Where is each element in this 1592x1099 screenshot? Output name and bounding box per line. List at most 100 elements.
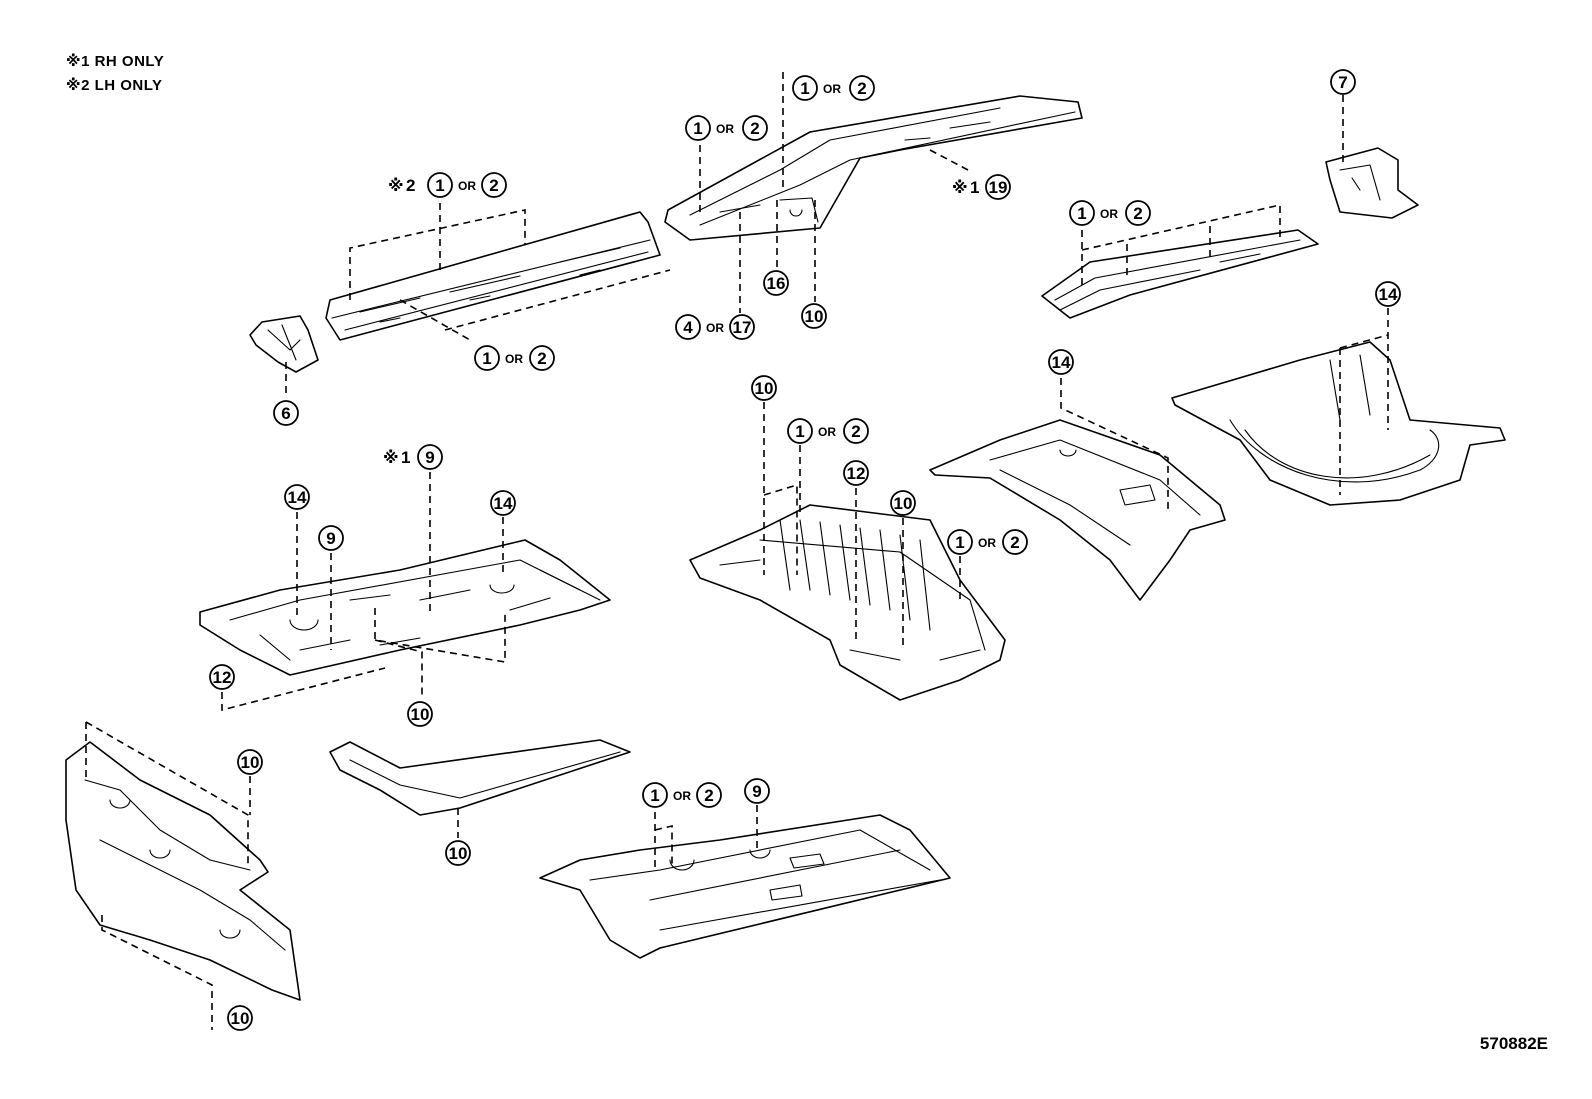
callout-number: 14 (1052, 353, 1071, 372)
part-spare-wheel-pan (1171, 341, 1506, 506)
callout-mid-1or2: 1 OR 2 (787, 418, 869, 444)
callout-or: OR (818, 425, 836, 439)
callout-or: OR (706, 321, 724, 335)
callout-or: OR (505, 352, 523, 366)
callout-10-f: 10 (445, 840, 471, 866)
callout-number: 4 (683, 318, 693, 337)
callout-number: 12 (847, 464, 866, 483)
callout-number: 6 (281, 404, 290, 423)
callout-mid-right: 1 OR 2 (947, 529, 1028, 555)
part-side-member-center (664, 95, 1083, 241)
callout-number: 1 (482, 349, 491, 368)
callout-number: 2 (857, 79, 866, 98)
callout-number: 9 (752, 782, 761, 801)
callout-or: OR (1100, 207, 1118, 221)
callout-number: 1 (435, 176, 444, 195)
callout-10-a: 10 (801, 303, 827, 329)
callout-6: 6 (273, 400, 299, 426)
callout-number: 10 (241, 753, 260, 772)
callout-9-a: 9 (318, 525, 344, 551)
callout-upper-1or2: 1 OR 2 (685, 115, 768, 141)
callout-10-e: 10 (237, 749, 263, 775)
callout-4or17: 4 OR 17 (675, 314, 755, 340)
callout-or: OR (978, 536, 996, 550)
callout-number: 1 (955, 533, 964, 552)
callout-front-1or2: 1 OR 2 (642, 782, 722, 808)
part-rear-floor-cross (929, 419, 1226, 601)
callout-9-note: ※ 1 9 (383, 444, 443, 470)
note-rh-only: ※1 RH ONLY (66, 53, 165, 70)
callout-number: 10 (755, 379, 774, 398)
callout-number: 9 (326, 529, 335, 548)
callout-or: OR (458, 179, 476, 193)
callout-number: 2 (1133, 204, 1142, 223)
callout-number: 14 (288, 488, 307, 507)
callout-mark: ※ (388, 176, 404, 195)
callout-number: 1 (650, 786, 659, 805)
callout-note-number: 2 (406, 176, 415, 195)
callout-number: 1 (795, 422, 804, 441)
callout-number: 14 (1379, 285, 1398, 304)
callout-or: OR (673, 789, 691, 803)
callout-number: 2 (750, 119, 759, 138)
notes-legend: ※1 RH ONLY ※2 LH ONLY (66, 50, 164, 98)
callout-number: 10 (231, 1009, 250, 1028)
callout-14-a: 14 (1375, 281, 1401, 307)
callout-9-b: 9 (744, 778, 770, 804)
callout-number: 19 (989, 178, 1008, 197)
part-bracket-6 (249, 315, 319, 373)
callout-number: 14 (494, 494, 513, 513)
callout-number: 2 (489, 176, 498, 195)
callout-number: 17 (733, 318, 752, 337)
part-rocker-rail-lh (325, 211, 661, 341)
callout-or: OR (716, 122, 734, 136)
part-front-floor-main (539, 814, 951, 959)
callout-rail-lh: ※ 2 1 OR 2 (388, 172, 507, 198)
callout-number: 10 (805, 307, 824, 326)
callout-14-c: 14 (284, 484, 310, 510)
callout-number: 2 (851, 422, 860, 441)
callout-number: 10 (449, 844, 468, 863)
callout-note-number: 1 (401, 448, 410, 467)
callout-14-b: 14 (1048, 349, 1074, 375)
callout-mark: ※ (952, 178, 968, 197)
callout-7: 7 (1330, 69, 1356, 95)
drawing-code: 570882E (1479, 1034, 1548, 1053)
callout-12-a: 12 (843, 460, 869, 486)
callout-19: ※ 1 19 (952, 174, 1011, 200)
callout-10-b: 10 (751, 375, 777, 401)
callout-number: 12 (213, 668, 232, 687)
callout-10-c: 10 (890, 490, 916, 516)
callout-rail-bottom: 1 OR 2 (474, 345, 555, 371)
part-rear-rail-right (1041, 229, 1319, 319)
callout-right-rail: 1 OR 2 (1069, 200, 1151, 226)
callout-number: 16 (767, 274, 786, 293)
callout-or: OR (823, 82, 841, 96)
callout-number: 2 (537, 349, 546, 368)
part-dash-panel (65, 741, 301, 1001)
callout-number: 2 (704, 786, 713, 805)
callout-number: 1 (693, 119, 702, 138)
callout-number: 2 (1010, 533, 1019, 552)
part-front-floor-pan (199, 539, 611, 676)
note-lh-only: ※2 LH ONLY (66, 77, 163, 94)
leader-lines (85, 72, 1389, 1030)
callout-number: 1 (800, 79, 809, 98)
callout-12-b: 12 (209, 664, 235, 690)
part-reinforcement-7 (1325, 147, 1419, 219)
callout-number: 7 (1338, 73, 1347, 92)
callout-10-g: 10 (227, 1005, 253, 1031)
callout-10-d: 10 (407, 701, 433, 727)
callout-note-number: 1 (970, 178, 979, 197)
callout-top-1or2: 1 OR 2 (792, 75, 875, 101)
part-center-floor-tunnel (689, 504, 1006, 701)
part-floor-side-member (329, 739, 631, 816)
callout-mark: ※ (383, 448, 399, 467)
callout-14-d: 14 (490, 490, 516, 516)
callout-16: 16 (763, 270, 789, 296)
callout-number: 1 (1077, 204, 1086, 223)
callout-number: 10 (411, 705, 430, 724)
callout-number: 9 (425, 448, 434, 467)
callout-number: 10 (894, 494, 913, 513)
